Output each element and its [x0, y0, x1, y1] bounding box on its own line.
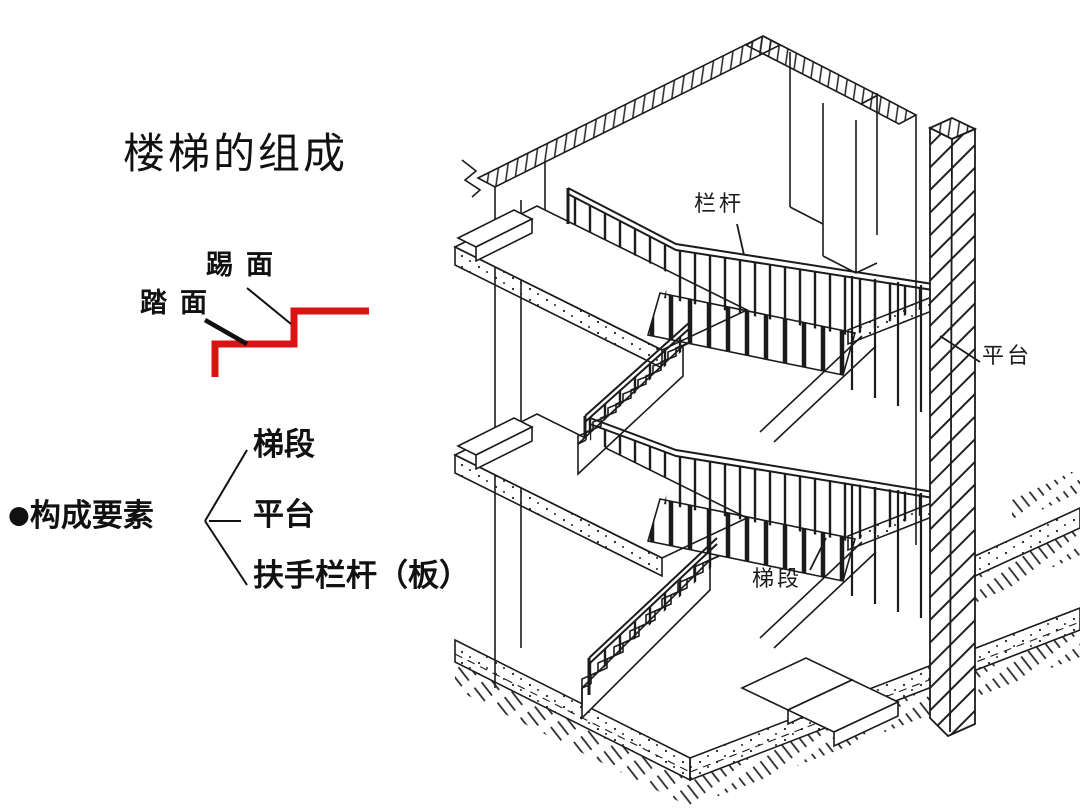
wall-break-mark — [461, 159, 482, 198]
left-wall-top-band — [476, 35, 782, 188]
drawing-leaders — [736, 223, 981, 571]
lower-flight-handrail — [588, 537, 718, 659]
soil-hatch-left — [455, 662, 690, 807]
railing-label: 栏杆 — [694, 192, 745, 217]
composition-heading: ●构成要素 — [8, 501, 154, 532]
entrance-steps — [740, 657, 900, 748]
tread-label: 踏面 — [140, 288, 220, 319]
bullet-icon: ● — [8, 500, 30, 529]
column-top — [927, 117, 978, 140]
mid-handrail — [589, 417, 953, 496]
red-step-profile — [211, 307, 369, 377]
column — [927, 117, 978, 738]
mid-flight-handrail — [584, 321, 691, 417]
railing-leader — [736, 223, 745, 256]
tread-leader — [203, 318, 249, 346]
right-wall-top-band — [744, 35, 880, 105]
composition-heading-text: 构成要素 — [29, 498, 154, 534]
back-walls — [461, 35, 918, 688]
platform-leader — [939, 335, 981, 363]
composition-fork — [204, 449, 248, 586]
railings — [566, 187, 953, 695]
tread-riser-profile — [203, 287, 369, 377]
composition-item-handrail: 扶手栏杆（板） — [253, 558, 470, 594]
page-title: 楼梯的组成 — [123, 129, 349, 178]
riser-leader — [246, 287, 292, 325]
composition-item-platform: 平台 — [253, 497, 315, 533]
flight-leader — [809, 537, 827, 571]
flight-label: 梯段 — [752, 567, 803, 592]
riser-label: 踢面 — [206, 250, 286, 281]
platform-label: 平台 — [982, 344, 1033, 369]
upper-handrail — [567, 187, 953, 288]
mid-slab-edge — [454, 453, 663, 578]
riser-bands — [646, 292, 857, 582]
composition-item-flight: 梯段 — [253, 427, 315, 463]
right-wall-top-band-2 — [859, 94, 918, 125]
